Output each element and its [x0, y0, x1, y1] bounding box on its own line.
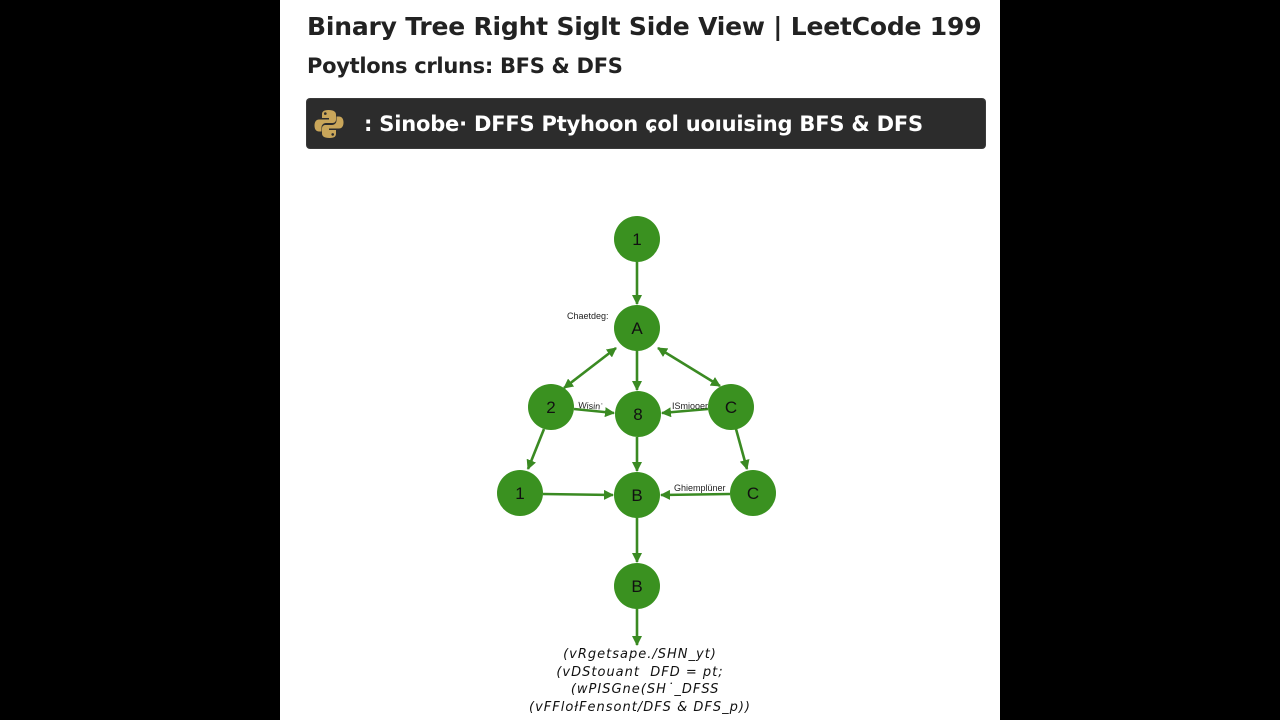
svg-text:1: 1 — [515, 484, 524, 503]
svg-text:B: B — [631, 577, 642, 596]
code-line: (wPISGne(SH˙_DFSS — [560, 682, 720, 697]
svg-text:B: B — [631, 486, 642, 505]
python-logo-icon — [312, 107, 346, 141]
tree-node-C-upper: C — [708, 384, 754, 430]
edge-2-to-1 — [526, 428, 546, 470]
page-subtitle: Poytlons crluns: BFS & DFS — [307, 54, 623, 78]
code-line: (vRgetsape./SHN_yt) — [563, 647, 717, 662]
code-line: (vDStouant DFD = pt; — [556, 664, 724, 680]
tree-node-8: 8 — [615, 391, 661, 437]
svg-text:C: C — [747, 484, 759, 503]
tree-node-C-lower: C — [730, 470, 776, 516]
svg-text:8: 8 — [633, 405, 642, 424]
annotation-chaetdeg: Chaetdeg: — [567, 311, 609, 321]
edge-label-ghiemp: Ghiemplüner — [674, 483, 726, 493]
banner-text: : Sinobe· DFFS Ptyhoon ɕol uoıuising BFS… — [364, 111, 923, 136]
tree-node-B-bottom: B — [614, 563, 660, 609]
edge-C-to-8 — [661, 407, 709, 418]
tree-node-1-root: 1 — [614, 216, 660, 262]
python-solution-banner: : Sinobe· DFFS Ptyhoon ɕol uoıuising BFS… — [307, 99, 985, 148]
code-snippet: (vRgetsape./SHN_yt) (vDStouant DFD = pt;… — [280, 646, 1000, 716]
edge-C-to-B — [660, 489, 731, 500]
tree-node-2: 2 — [528, 384, 574, 430]
edge-C-to-C — [734, 428, 750, 470]
code-line: (vFFlołFensont/DFS & DFS_p)) — [529, 699, 751, 715]
edge-label-wisin: Wisinʿ — [578, 400, 604, 412]
edge-1-to-B — [542, 489, 614, 500]
edge-A-to-2 — [563, 346, 617, 390]
tree-node-1-lower: 1 — [497, 470, 543, 516]
page-title: Binary Tree Right Siglt Side View | Leet… — [307, 12, 982, 41]
svg-text:C: C — [725, 398, 737, 417]
edge-A-to-C — [657, 346, 721, 388]
content-panel: Binary Tree Right Siglt Side View | Leet… — [280, 0, 1000, 720]
svg-text:1: 1 — [632, 230, 641, 249]
edge-label-ismiooer: ISmiooer — [672, 401, 708, 411]
edge-2-to-8 — [573, 407, 615, 418]
svg-text:2: 2 — [546, 398, 555, 417]
tree-node-A: A — [614, 305, 660, 351]
tree-node-B-middle: B — [614, 472, 660, 518]
svg-text:A: A — [631, 319, 643, 338]
binary-tree-diagram: Chaetdeg: Wisinʿ ISmiooer Ghiemplüner 1 … — [497, 216, 776, 646]
